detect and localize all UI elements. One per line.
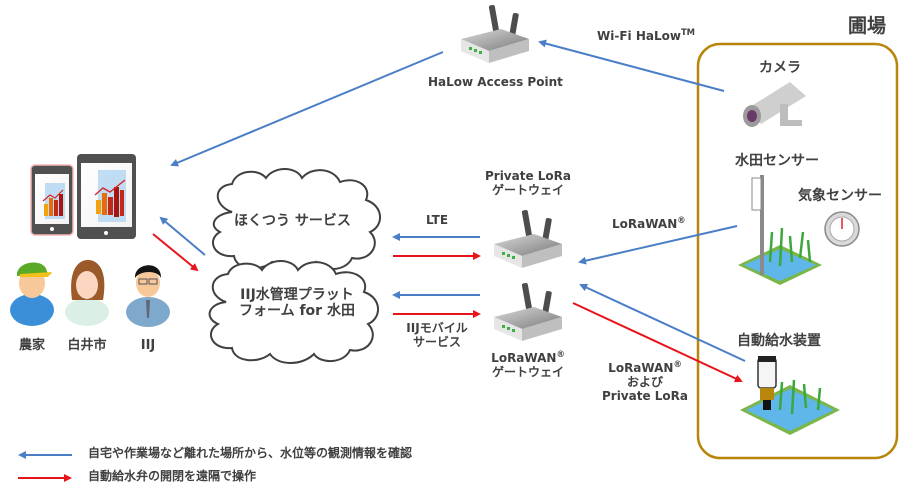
lorawan-gateway-line2: ゲートウェイ [491,364,564,379]
lorawan-gateway-label: LoRaWAN® ゲートウェイ [478,349,578,380]
private-lora-gateway-line1: Private LoRa [484,169,572,183]
iij-platform-line1: IIJ水管理プラット [240,287,354,303]
lorawan-private-line2: および [626,374,663,389]
iij-mobile-line1: IIJモバイル [406,321,468,335]
arrow-cloud-to-users [159,216,206,256]
paddy-sensor-icon [738,175,822,285]
lorawan-private-line1: LoRaWAN® [600,359,690,376]
legend-monitor-text: 自宅や作業場など離れた場所から、水位等の観測情報を確認 [88,446,413,460]
user-label-iij: IIJ [140,338,156,353]
farmer-avatar [10,262,54,326]
lorawan-link-text: LoRaWAN [612,217,678,231]
lte-label: LTE [426,213,449,227]
user-label-city: 白井市 [67,338,107,353]
router-icon [494,210,562,268]
router-icon [461,5,529,63]
lorawan-gateway-line1: LoRaWAN® [478,349,578,366]
weather-sensor-label: 気象センサー [798,188,882,204]
field-boundary [696,42,899,460]
iij-mobile-label: IIJモバイル サービス [392,321,482,350]
paddy-sensor-label: 水田センサー [735,153,819,169]
iij-platform-line2: フォーム for 水田 [239,303,355,320]
legend-control-text: 自動給水弁の開閉を遠隔で操作 [88,469,257,483]
arrow-gateway-to-water-device [572,302,743,383]
private-lora-gateway-label: Private LoRa ゲートウェイ [478,169,578,198]
smartphone-icon [30,164,74,236]
camera-label: カメラ [759,60,801,76]
arrow-camera-to-ap [538,39,725,92]
cloud-hokutsu [212,168,381,272]
wifi-halow-label: Wi-Fi HaLowTM [597,27,695,44]
field-title: 圃場 [848,15,887,37]
router-icon [494,283,562,341]
city-official-avatar [65,260,109,326]
registered-mark: ® [556,349,565,359]
tablet-icon [77,154,136,239]
arrow-ap-to-devices [170,51,444,167]
weather-sensor-icon [824,211,860,247]
arrow-sensor-to-gateway [578,225,738,265]
lorawan-link-label: LoRaWAN® [612,215,686,232]
lorawan-private-text: LoRaWAN [608,361,674,375]
camera-icon [743,82,806,127]
user-label-farmer: 農家 [18,338,45,353]
iij-mobile-line2: サービス [412,334,461,349]
registered-mark: ® [673,359,682,369]
trademark-mark: TM [680,27,695,37]
hokutsu-service-label: ほくつう サービス [234,213,351,229]
arrow-water-device-to-gateway [579,283,746,362]
auto-water-device-label: 自動給水装置 [737,333,821,349]
arrow-users-to-cloud [152,233,199,272]
access-point-label: HaLow Access Point [428,75,563,89]
lorawan-gateway-text: LoRaWAN [491,351,557,365]
auto-water-device-icon [740,356,840,435]
registered-mark: ® [677,215,686,225]
wifi-halow-text: Wi-Fi HaLow [597,29,681,43]
lorawan-private-line3: Private LoRa [601,388,689,403]
private-lora-gateway-line2: ゲートウェイ [491,182,564,197]
iij-platform-label: IIJ水管理プラット フォーム for 水田 [222,287,372,319]
lorawan-private-link-label: LoRaWAN® および Private LoRa [600,359,690,403]
iij-staff-avatar [126,265,170,327]
cloud-iij-platform [208,260,379,364]
